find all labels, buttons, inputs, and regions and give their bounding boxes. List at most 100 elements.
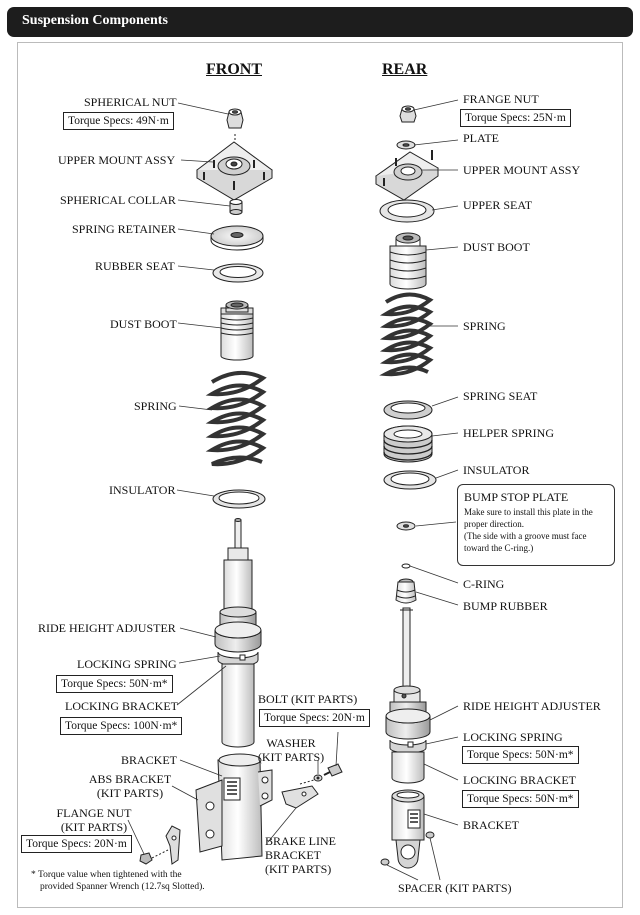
rear-helper-spring-label: HELPER SPRING: [463, 426, 555, 440]
rear-upper-seat: [379, 199, 435, 223]
front-brake-line-label-line2: BRACKET: [265, 848, 322, 862]
front-rubber-seat-label: RUBBER SEAT: [95, 259, 175, 273]
rear-bump-rubber: [395, 578, 417, 604]
front-spherical-nut: [226, 108, 244, 129]
front-washer: [313, 774, 323, 782]
front-spherical-collar: [229, 199, 243, 215]
front-insulator-label: INSULATOR: [109, 483, 176, 497]
front-brake-line-label-line1: BRAKE LINE: [265, 834, 336, 848]
front-upper-mount-label: UPPER MOUNT ASSY: [58, 153, 176, 167]
rear-leader-lines: [386, 99, 459, 881]
front-washer-label-line1: WASHER: [266, 736, 316, 750]
front-locking-bracket-label: LOCKING BRACKET: [65, 699, 178, 713]
rear-upper-seat-label: UPPER SEAT: [463, 198, 533, 212]
front-flange-nut-torque: Torque Specs: 20N·m: [21, 835, 132, 853]
diagram-frame: [17, 42, 623, 908]
bump-note-line1: Make sure to install this plate in the: [464, 507, 593, 517]
rear-c-ring: [401, 563, 411, 569]
rear-frange-nut-torque: Torque Specs: 25N·m: [460, 109, 571, 127]
rear-frange-nut: [399, 105, 417, 123]
rear-locking-bracket-label: LOCKING BRACKET: [463, 773, 576, 787]
rear-locking-bracket-torque: Torque Specs: 50N·m*: [462, 790, 579, 808]
front-ride-height-adjuster-label: RIDE HEIGHT ADJUSTER: [38, 621, 176, 635]
rear-ride-height-adjuster-label: RIDE HEIGHT ADJUSTER: [463, 699, 601, 713]
page-title: Suspension Components: [22, 13, 168, 28]
footnote-line2: provided Spanner Wrench (12.7sq Slotted)…: [40, 882, 205, 892]
rear-upper-mount: [375, 150, 439, 201]
rear-spacer-label: SPACER (KIT PARTS): [398, 881, 512, 895]
front-spring-retainer-label: SPRING RETAINER: [72, 222, 177, 236]
front-abs-bracket: [165, 825, 181, 865]
rear-c-ring-label: C-RING: [463, 577, 505, 591]
rear-plate: [396, 140, 416, 150]
front-flange-nut: [139, 852, 153, 865]
rear-shock-body: [385, 607, 431, 784]
rear-helper-spring: [383, 425, 433, 463]
front-parts: [127, 102, 343, 865]
bump-stop-plate-note: BUMP STOP PLATE Make sure to install thi…: [457, 484, 615, 566]
rear-bracket-label: BRACKET: [463, 818, 520, 832]
front-washer-label: WASHER (KIT PARTS): [256, 736, 326, 764]
bump-note-line3: (The side with a groove must face: [464, 531, 587, 541]
front-bolt-label: BOLT (KIT PARTS): [258, 692, 358, 706]
rear-bump-stop-plate: [396, 521, 416, 531]
rear-locking-spring-label: LOCKING SPRING: [463, 730, 563, 744]
front-spring: [205, 370, 267, 467]
front-upper-mount: [196, 141, 273, 201]
front-shock-body: [214, 518, 262, 748]
rear-heading: REAR: [382, 61, 428, 78]
rear-spring: [379, 292, 434, 377]
rear-plate-label: PLATE: [463, 131, 499, 145]
bump-stop-plate-label: BUMP STOP PLATE: [464, 490, 569, 504]
bump-note-line4: toward the C-ring.): [464, 543, 534, 553]
front-abs-bracket-label-line1: ABS BRACKET: [88, 772, 172, 786]
front-spring-retainer: [210, 225, 264, 251]
rear-insulator-label: INSULATOR: [463, 463, 530, 477]
bump-stop-plate-note-body: Make sure to install this plate in the p…: [464, 506, 608, 554]
title-bar: Suspension Components: [7, 7, 633, 37]
rear-frange-nut-label: FRANGE NUT: [463, 92, 539, 106]
front-spring-label: SPRING: [134, 399, 177, 413]
rear-parts: [375, 99, 459, 881]
front-flange-nut-label: FLANGE NUT (KIT PARTS): [54, 806, 134, 834]
front-washer-label-line2: (KIT PARTS): [257, 750, 325, 764]
front-locking-spring-torque: Torque Specs: 50N·m*: [56, 675, 173, 693]
rear-spacer: [380, 831, 435, 866]
front-rubber-seat: [212, 263, 264, 283]
rear-spring-seat-label: SPRING SEAT: [463, 389, 538, 403]
rear-bracket: [391, 789, 425, 869]
front-spherical-nut-torque: Torque Specs: 49N·m: [63, 112, 174, 130]
rear-insulator: [383, 470, 437, 490]
front-locking-spring-label: LOCKING SPRING: [77, 657, 177, 671]
front-bolt-torque: Torque Specs: 20N·m: [259, 709, 370, 727]
front-locking-bracket-torque: Torque Specs: 100N·m*: [60, 717, 183, 735]
front-brake-line-label-line3: (KIT PARTS): [265, 862, 332, 876]
front-brake-line-label: BRAKE LINE BRACKET (KIT PARTS): [265, 834, 336, 876]
rear-spring-seat: [383, 400, 433, 420]
front-insulator: [212, 489, 266, 509]
rear-spring-label: SPRING: [463, 319, 506, 333]
front-flange-nut-label-line1: FLANGE NUT: [56, 806, 132, 820]
front-abs-bracket-label-line2: (KIT PARTS): [96, 786, 164, 800]
rear-bump-rubber-label: BUMP RUBBER: [463, 599, 548, 613]
front-dust-boot: [220, 300, 254, 361]
rear-dust-boot: [389, 232, 427, 290]
front-brake-line-bracket: [281, 785, 319, 809]
front-spherical-nut-label: SPHERICAL NUT: [84, 95, 177, 109]
front-leader-lines: [127, 102, 339, 855]
front-bracket: [195, 753, 273, 861]
bump-note-line2: proper direction.: [464, 519, 524, 529]
front-flange-nut-label-line2: (KIT PARTS): [60, 820, 128, 834]
rear-dust-boot-label: DUST BOOT: [463, 240, 530, 254]
front-heading: FRONT: [206, 61, 262, 78]
front-bracket-label: BRACKET: [121, 753, 178, 767]
front-abs-bracket-label: ABS BRACKET (KIT PARTS): [88, 772, 172, 800]
rear-locking-spring-torque: Torque Specs: 50N·m*: [462, 746, 579, 764]
front-dust-boot-label: DUST BOOT: [110, 317, 177, 331]
torque-footnote: * Torque value when tightened with the p…: [31, 869, 205, 893]
front-bolt: [323, 763, 343, 777]
rear-upper-mount-label: UPPER MOUNT ASSY: [463, 163, 581, 177]
front-spherical-collar-label: SPHERICAL COLLAR: [60, 193, 176, 207]
footnote-line1: * Torque value when tightened with the: [31, 870, 182, 880]
